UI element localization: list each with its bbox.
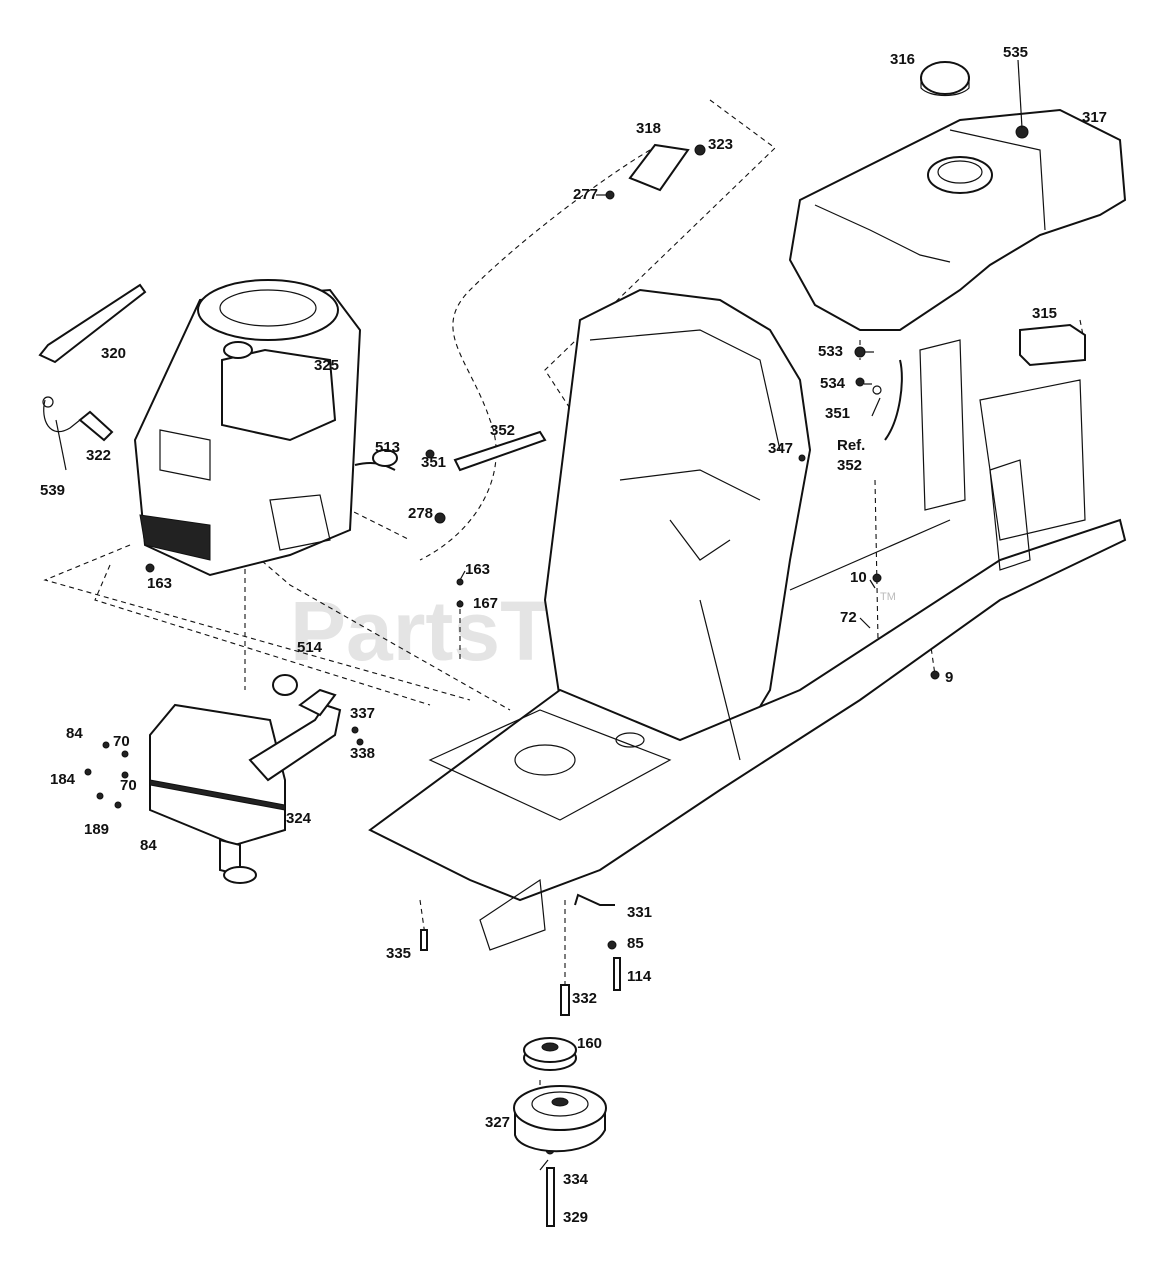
label-114[interactable]: 114: [627, 968, 652, 985]
label-167[interactable]: 167: [473, 595, 498, 612]
label-277[interactable]: 277: [573, 186, 598, 203]
spark-plug-322[interactable]: [42, 396, 114, 442]
label-184[interactable]: 184: [50, 771, 76, 788]
label-331[interactable]: 331: [627, 904, 652, 921]
bolt-335[interactable]: [420, 929, 428, 951]
label-533[interactable]: 533: [818, 343, 843, 360]
label-513[interactable]: 513: [375, 439, 400, 456]
label-514[interactable]: 514: [297, 639, 323, 656]
label-315[interactable]: 315: [1032, 305, 1057, 322]
label-352-engine[interactable]: 352: [490, 422, 515, 439]
label-539[interactable]: 539: [40, 482, 65, 499]
label-352-tank[interactable]: 352: [837, 457, 862, 474]
label-338[interactable]: 338: [350, 745, 375, 762]
label-332[interactable]: 332: [572, 990, 597, 1007]
fuel-tank-317[interactable]: [788, 108, 1127, 331]
trademark: TM: [880, 591, 896, 603]
label-351-engine[interactable]: 351: [421, 454, 446, 471]
hanger-rod-331[interactable]: [574, 893, 615, 906]
bolt-329[interactable]: [546, 1167, 555, 1227]
label-189[interactable]: 189: [84, 821, 109, 838]
muffler-324[interactable]: [149, 688, 342, 884]
label-324[interactable]: 324: [286, 810, 312, 827]
label-327[interactable]: 327: [485, 1114, 510, 1131]
label-323[interactable]: 323: [708, 136, 733, 153]
label-9[interactable]: 9: [945, 669, 953, 686]
label-351-tank[interactable]: 351: [825, 405, 850, 422]
key-332[interactable]: [560, 984, 570, 1016]
label-70-top[interactable]: 70: [113, 733, 130, 750]
label-337[interactable]: 337: [350, 705, 375, 722]
label-85[interactable]: 85: [627, 935, 644, 952]
label-317[interactable]: 317: [1082, 109, 1107, 126]
engine-325[interactable]: [133, 279, 362, 577]
label-160[interactable]: 160: [577, 1035, 602, 1052]
label-335[interactable]: 335: [386, 945, 411, 962]
fuel-line-352[interactable]: [354, 359, 903, 472]
fuel-cap-316[interactable]: [920, 61, 970, 97]
label-163-engine[interactable]: 163: [147, 575, 172, 592]
gasket-514[interactable]: [272, 674, 298, 696]
label-320[interactable]: 320: [101, 345, 126, 362]
label-322[interactable]: 322: [86, 447, 111, 464]
bracket-315[interactable]: [1019, 323, 1086, 367]
label-318[interactable]: 318: [636, 120, 661, 137]
label-329[interactable]: 329: [563, 1209, 588, 1226]
label-535[interactable]: 535: [1003, 44, 1028, 61]
bracket-318[interactable]: [605, 143, 706, 200]
bolt-114[interactable]: [613, 957, 621, 991]
label-10[interactable]: 10: [850, 569, 867, 586]
label-316[interactable]: 316: [890, 51, 915, 68]
pulley-160[interactable]: [523, 1037, 577, 1071]
label-84-bottom[interactable]: 84: [140, 837, 157, 854]
label-72[interactable]: 72: [840, 609, 857, 626]
label-278[interactable]: 278: [408, 505, 433, 522]
label-534[interactable]: 534: [820, 375, 846, 392]
part-labels: 316 535 317 318 323 277 320 325 315 533 …: [40, 44, 1107, 1226]
tube-320[interactable]: [38, 283, 147, 364]
label-70-bottom[interactable]: 70: [120, 777, 137, 794]
label-334[interactable]: 334: [563, 1171, 589, 1188]
label-325[interactable]: 325: [314, 357, 339, 374]
leader-lines: [55, 59, 1023, 1171]
label-163-frame[interactable]: 163: [465, 561, 490, 578]
label-84-top[interactable]: 84: [66, 725, 83, 742]
label-347[interactable]: 347: [768, 440, 793, 457]
seat-pan[interactable]: [543, 288, 812, 762]
label-ref[interactable]: Ref.: [837, 437, 865, 454]
main-frame[interactable]: [368, 339, 1127, 951]
clutch-327[interactable]: [513, 1085, 607, 1153]
